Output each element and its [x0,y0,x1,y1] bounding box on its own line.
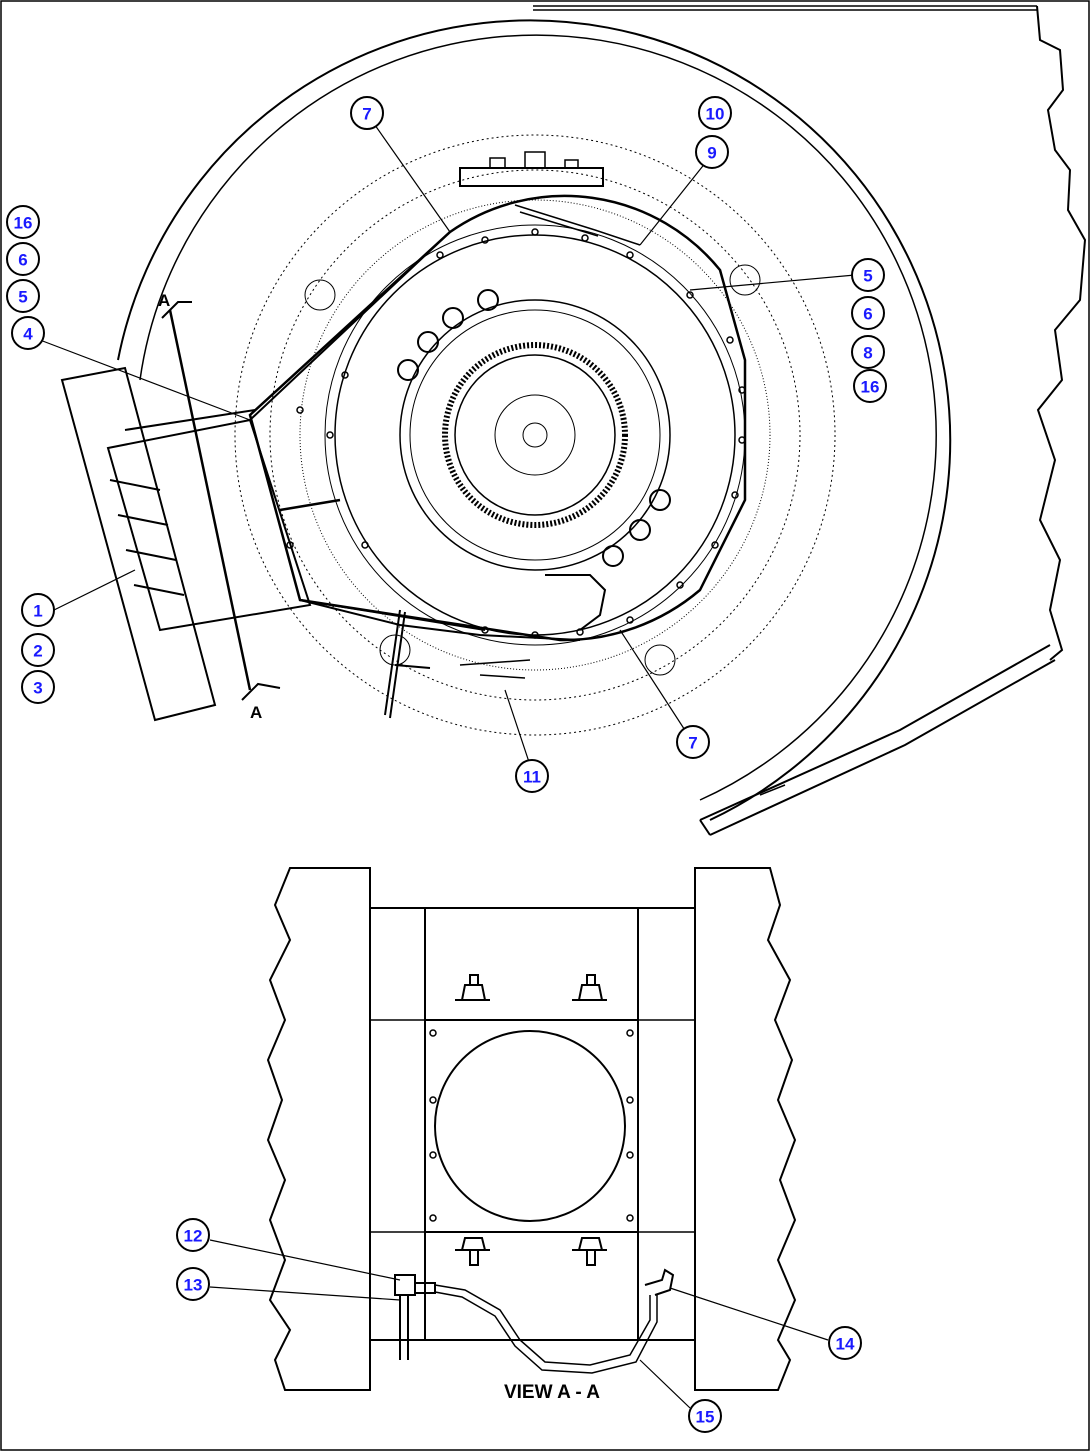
callout-16: 16 [853,369,887,403]
callout-circle [21,593,55,627]
callout-number: 10 [706,105,725,124]
callout-number: 6 [863,305,872,324]
callout-circle [695,135,729,169]
callout-number: 7 [362,105,371,124]
callout-number: 15 [696,1408,715,1427]
callout-2: 2 [21,633,55,667]
callout-circle [350,96,384,130]
callout-16: 16 [6,205,40,239]
callout-8: 8 [851,335,885,369]
section-mark-top: A [158,291,170,310]
callout-1: 1 [21,593,55,627]
callout-7: 7 [676,725,710,759]
callout-circle [176,1218,210,1252]
callout-13: 13 [176,1267,210,1301]
callout-number: 11 [523,768,541,787]
callout-number: 2 [33,642,42,661]
callout-number: 13 [184,1276,203,1295]
callout-14: 14 [828,1326,862,1360]
callout-circle [11,316,45,350]
callout-circle [851,335,885,369]
callout-number: 7 [688,734,697,753]
callout-number: 5 [863,267,872,286]
callout-circle [851,258,885,292]
callout-12: 12 [176,1218,210,1252]
callout-circle [6,242,40,276]
section-view-a-a [209,867,829,1409]
callout-5: 5 [851,258,885,292]
view-label: VIEW A - A [504,1382,600,1403]
callout-circle [6,205,40,239]
callout-3: 3 [21,670,55,704]
callout-number: 4 [23,325,33,344]
callout-number: 6 [18,251,27,270]
callout-7: 7 [350,96,384,130]
callout-number: 16 [861,378,880,397]
callout-circle [676,725,710,759]
callout-6: 6 [851,296,885,330]
callout-5: 5 [6,279,40,313]
callout-4: 4 [11,316,45,350]
callout-circle [688,1399,722,1433]
top-view [39,5,1087,836]
section-mark-bottom: A [250,703,262,722]
callout-circle [6,279,40,313]
callout-number: 5 [18,288,27,307]
callout-number: 3 [33,679,42,698]
callout-9: 9 [695,135,729,169]
callout-number: 16 [14,214,33,233]
callout-circle [21,633,55,667]
callout-circle [853,369,887,403]
callout-circle [21,670,55,704]
callout-circle [851,296,885,330]
callout-10: 10 [698,96,732,130]
callout-number: 1 [33,602,42,621]
callout-number: 8 [863,344,872,363]
callout-number: 9 [707,144,716,163]
callout-circle [698,96,732,130]
callout-circle [828,1326,862,1360]
callout-6: 6 [6,242,40,276]
callout-number: 12 [184,1227,203,1246]
callout-number: 14 [836,1335,855,1354]
callout-11: 11 [515,759,549,793]
callout-15: 15 [688,1399,722,1433]
callout-circle [176,1267,210,1301]
callout-circle [515,759,549,793]
